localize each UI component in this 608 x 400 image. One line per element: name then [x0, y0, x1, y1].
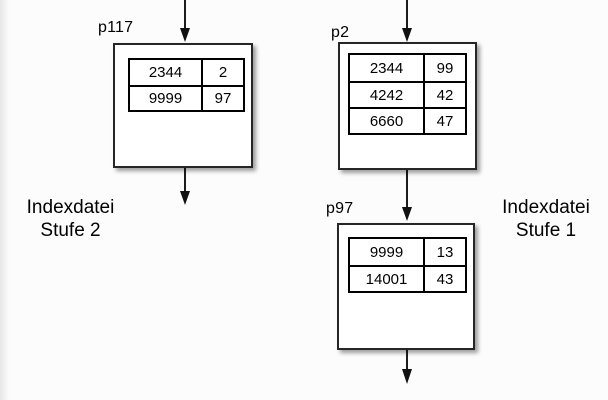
table-row: 2344 2 — [130, 60, 243, 85]
pointer-cell: 47 — [436, 112, 454, 130]
node-label-p97: p97 — [326, 200, 354, 217]
node-label-p2: p2 — [331, 24, 350, 41]
pointer-cell: 43 — [436, 270, 454, 288]
arrow-into-p2-icon — [402, 0, 412, 42]
arrow-into-p117-icon — [180, 0, 190, 42]
node-box-p117: 2344 2 9999 97 — [113, 43, 253, 168]
arrow-p2-to-p97-icon — [402, 170, 412, 221]
caption-line: Stufe 2 — [40, 220, 101, 241]
caption-line: Indexdatei — [26, 197, 115, 218]
caption-line: Indexdatei — [502, 197, 590, 218]
table-row: 4242 42 — [350, 81, 465, 107]
key-cell: 2344 — [130, 60, 203, 85]
caption-indexdatei-stufe-2: Indexdatei Stufe 2 — [8, 196, 133, 242]
key-cell: 9999 — [350, 239, 425, 265]
node-box-p97: 9999 13 14001 43 — [337, 223, 475, 350]
pointer-cell: 13 — [436, 243, 454, 261]
pointer-cell: 97 — [214, 90, 232, 107]
arrow-out-of-p97-icon — [402, 350, 412, 384]
pointer-cell: 42 — [436, 86, 454, 104]
node-label-p117: p117 — [98, 19, 134, 36]
pointer-cell: 2 — [218, 64, 228, 81]
node-table-p97: 9999 13 14001 43 — [348, 237, 467, 293]
table-row: 9999 97 — [130, 85, 243, 110]
key-cell: 4242 — [350, 83, 425, 107]
node-table-p2: 2344 99 4242 42 6660 47 — [348, 53, 467, 135]
key-cell: 14001 — [350, 267, 425, 291]
arrow-out-of-p117-icon — [180, 168, 190, 205]
page-edge-shading — [0, 0, 9, 400]
node-box-p2: 2344 99 4242 42 6660 47 — [338, 42, 477, 170]
table-row: 9999 13 — [350, 239, 465, 265]
key-cell: 6660 — [350, 109, 425, 133]
key-cell: 2344 — [350, 55, 425, 81]
table-row: 2344 99 — [350, 55, 465, 81]
caption-line: Stufe 1 — [515, 220, 577, 241]
table-row: 14001 43 — [350, 265, 465, 291]
pointer-cell: 99 — [436, 59, 454, 77]
node-table-p117: 2344 2 9999 97 — [128, 58, 245, 112]
caption-indexdatei-stufe-1: Indexdatei Stufe 1 — [486, 196, 606, 242]
table-row: 6660 47 — [350, 107, 465, 133]
key-cell: 9999 — [130, 87, 203, 110]
